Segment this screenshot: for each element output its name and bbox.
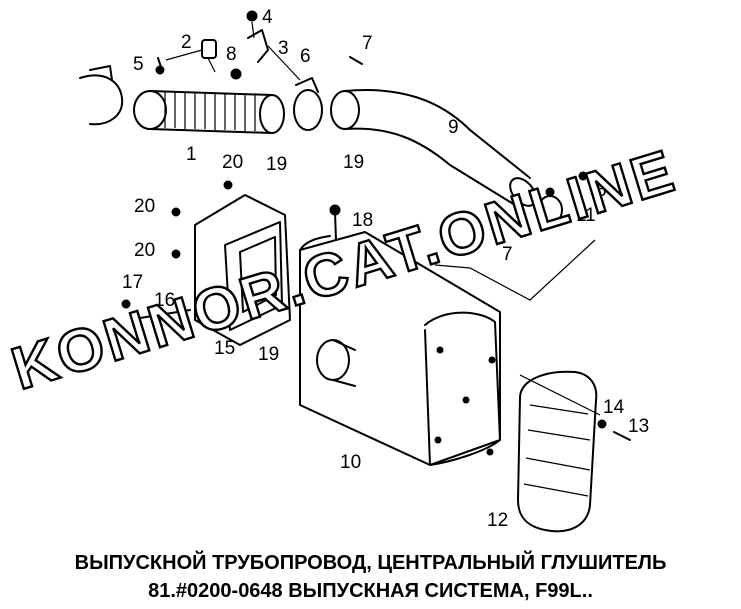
- label-18: 18: [352, 210, 373, 231]
- muffler-10: [299, 204, 501, 466]
- bracket-parts: [155, 10, 363, 81]
- label-19-right: 19: [343, 152, 364, 173]
- label-20-middle: 20: [134, 196, 155, 217]
- label-1: 1: [186, 144, 197, 165]
- label-8-top: 8: [226, 44, 237, 65]
- label-2: 2: [181, 32, 192, 53]
- clamp-11: [537, 171, 588, 225]
- label-14: 14: [603, 397, 625, 418]
- label-12: 12: [487, 510, 508, 531]
- part-labels: 1 2 3 4 5 6 7 7 8 8 9 10 11 12 13 14 15 …: [122, 7, 649, 531]
- label-20-bottom: 20: [134, 240, 155, 261]
- label-20-top: 20: [222, 152, 243, 173]
- clamp-6: [293, 77, 323, 131]
- caption-subtitle: 81.#0200-0648 ВЫПУСКНАЯ СИСТЕМА, F99L..: [148, 580, 593, 602]
- label-10: 10: [340, 452, 361, 473]
- watermark-text: KONNOR.CAT.ONLINE: [4, 137, 683, 403]
- label-17: 17: [122, 272, 143, 293]
- end-cover-12: [517, 370, 631, 533]
- label-7-right: 7: [502, 244, 513, 265]
- leader-lines: [165, 49, 601, 416]
- label-13: 13: [628, 416, 649, 437]
- bent-pipe-9: [330, 89, 537, 207]
- label-8-right: 8: [596, 180, 607, 201]
- label-11: 11: [576, 205, 596, 226]
- label-19-bottom: 19: [258, 344, 279, 365]
- label-5: 5: [133, 54, 144, 75]
- label-9: 9: [448, 117, 459, 138]
- label-6: 6: [300, 46, 311, 67]
- label-15: 15: [214, 338, 235, 359]
- label-16: 16: [154, 290, 175, 311]
- label-3: 3: [278, 38, 289, 59]
- mounting-bracket-15: [121, 180, 291, 346]
- label-7-top: 7: [362, 33, 373, 54]
- exploded-view-drawing: 1 2 3 4 5 6 7 7 8 8 9 10 11 12 13 14 15 …: [3, 7, 685, 533]
- label-19-left: 19: [266, 154, 287, 175]
- exhaust-pipe-1: [79, 65, 285, 134]
- caption-title: ВЫПУСКНОЙ ТРУБОПРОВОД, ЦЕНТРАЛЬНЫЙ ГЛУШИ…: [74, 552, 667, 574]
- label-4: 4: [262, 7, 273, 28]
